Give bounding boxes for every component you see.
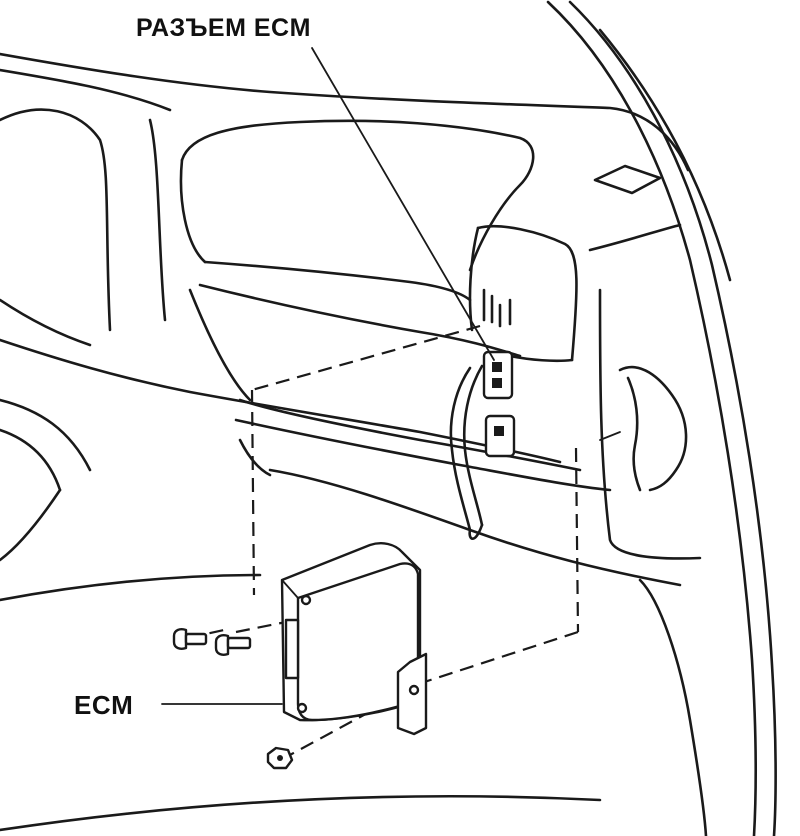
door-pillar bbox=[546, 0, 777, 836]
ecm-unit bbox=[280, 542, 422, 722]
wire-harness bbox=[449, 288, 512, 541]
ecm-connector-lower bbox=[484, 414, 516, 458]
mounting-bolt-right bbox=[214, 634, 252, 656]
lower-dashboard bbox=[0, 283, 708, 836]
ecm-connector-label: РАЗЪЕМ ECM bbox=[136, 14, 311, 42]
side-bracket bbox=[599, 365, 688, 492]
mounting-bolt-left bbox=[172, 628, 208, 650]
mounting-nut bbox=[266, 746, 294, 770]
dashboard-top bbox=[0, 52, 702, 560]
ecm-label: ECM bbox=[74, 690, 134, 720]
label-leader-lines bbox=[161, 47, 495, 705]
ecm-mounting-bracket bbox=[396, 652, 428, 736]
ecm-connector-upper bbox=[482, 350, 514, 400]
